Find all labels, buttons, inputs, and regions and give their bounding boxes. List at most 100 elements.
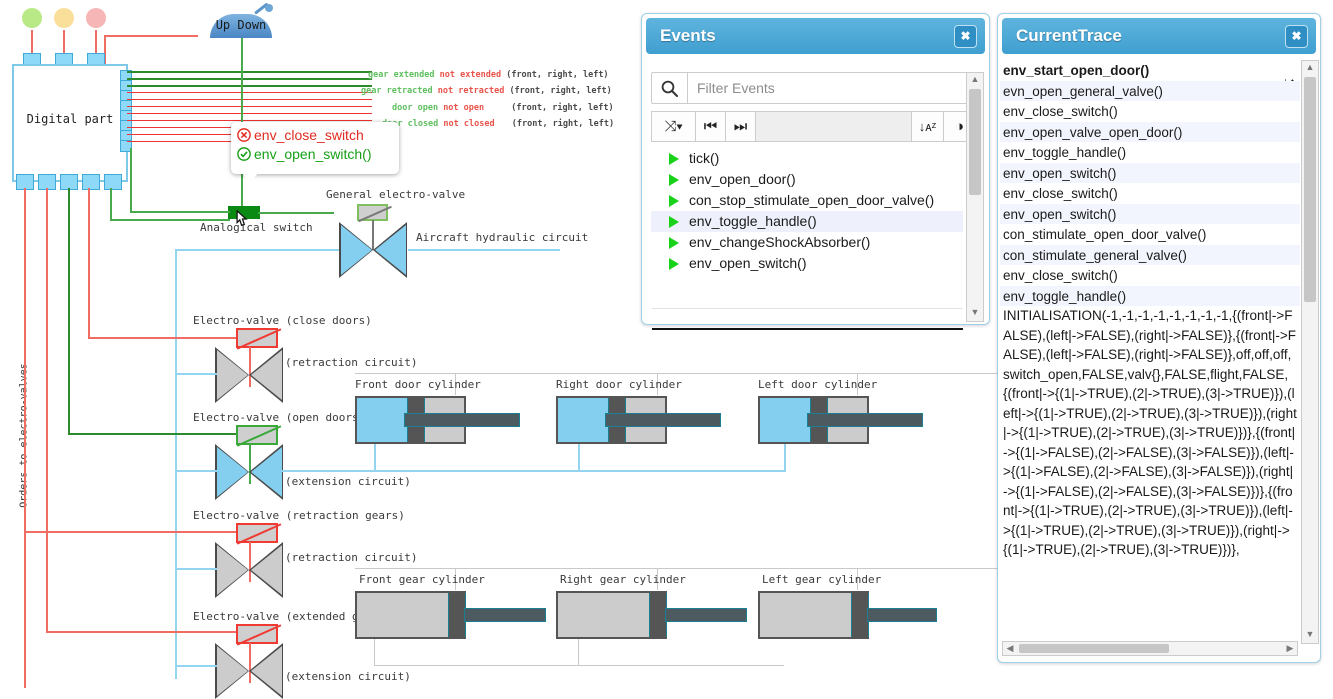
trace-row-8[interactable]: con_stimulate_open_door_valve() bbox=[1003, 227, 1207, 242]
valve-body-0[interactable] bbox=[215, 347, 283, 403]
order-wire-2h bbox=[46, 631, 236, 633]
trace-row-9[interactable]: con_stimulate_general_valve() bbox=[1000, 244, 1300, 265]
event-label-0: tick() bbox=[689, 150, 720, 166]
trace-row-10[interactable]: env_close_switch() bbox=[1003, 268, 1118, 283]
play-icon bbox=[669, 153, 679, 165]
event-item-1[interactable]: env_open_door() bbox=[651, 169, 963, 190]
event-item-5[interactable]: env_open_switch() bbox=[651, 253, 963, 274]
gear-cylinder-front[interactable] bbox=[355, 591, 466, 639]
analogical-switch[interactable] bbox=[228, 206, 260, 219]
order-wire-3h bbox=[68, 433, 236, 435]
gear-cyl-label-0: Front gear cylinder bbox=[359, 573, 485, 586]
play-icon bbox=[669, 237, 679, 249]
valve-body-3[interactable] bbox=[215, 643, 283, 699]
switch-bus-v2 bbox=[130, 148, 132, 212]
events-random-button[interactable]: ⤨▾ bbox=[652, 112, 696, 141]
valve-coil-2[interactable] bbox=[236, 523, 282, 545]
events-search-button[interactable] bbox=[651, 72, 688, 104]
hscroll-thumb[interactable] bbox=[1019, 644, 1169, 653]
door-cyl-div-2 bbox=[657, 373, 658, 395]
events-search-row: Filter Events bbox=[651, 72, 976, 104]
valve-in-3 bbox=[175, 665, 217, 667]
switch-out bbox=[258, 212, 334, 214]
trace-hscrollbar[interactable]: ◀ ▶ bbox=[1002, 641, 1298, 656]
valve-coil-3[interactable] bbox=[236, 624, 282, 646]
scroll-down-icon[interactable]: ▼ bbox=[970, 307, 980, 317]
tooltip-tail bbox=[242, 173, 258, 183]
analogical-switch-label: Analogical switch bbox=[200, 221, 313, 234]
trace-row-initialisation[interactable]: INITIALISATION(-1,-1,-1,-1,-1,-1,-1,-1,{… bbox=[1003, 308, 1297, 557]
signal-suffix-0: (front, right, left) bbox=[506, 70, 609, 80]
order-wire-1 bbox=[24, 188, 26, 688]
events-scrollbar[interactable]: ▲ ▼ bbox=[966, 72, 984, 322]
hydraulic-main-line bbox=[408, 249, 560, 251]
trace-row-2[interactable]: env_close_switch() bbox=[1003, 104, 1118, 119]
status-light-green bbox=[22, 8, 42, 28]
scroll-thumb[interactable] bbox=[1304, 77, 1316, 302]
door-cyl-right-rod bbox=[605, 413, 721, 427]
event-item-4[interactable]: env_changeShockAbsorber() bbox=[651, 232, 963, 253]
event-item-3[interactable]: env_toggle_handle() bbox=[651, 211, 963, 232]
events-close-button[interactable]: ✖ bbox=[954, 25, 977, 48]
sensor-line-r1 bbox=[127, 92, 372, 94]
status-light-orange bbox=[54, 8, 74, 28]
events-filter-input[interactable]: Filter Events bbox=[688, 72, 976, 104]
trace-close-button[interactable]: ✖ bbox=[1285, 25, 1308, 48]
scroll-up-icon[interactable]: ▲ bbox=[1305, 62, 1315, 72]
play-icon bbox=[669, 195, 679, 207]
door-cyl-label-2: Left door cylinder bbox=[758, 378, 878, 391]
door-cyl-left-chamber bbox=[760, 398, 810, 442]
gear-cylinder-right[interactable] bbox=[556, 591, 667, 639]
scroll-thumb[interactable] bbox=[969, 89, 981, 195]
trace-list[interactable]: env_start_open_door() evn_open_general_v… bbox=[1000, 60, 1300, 644]
play-icon bbox=[669, 174, 679, 186]
events-list[interactable]: tick() env_open_door() con_stop_stimulat… bbox=[651, 148, 963, 304]
digital-part-box[interactable]: Digital part bbox=[12, 64, 128, 182]
current-trace-panel: CurrentTrace ✖ ↓↑ env_start_open_door() … bbox=[997, 13, 1321, 663]
up-down-handle[interactable]: Up Down bbox=[210, 2, 273, 38]
trace-row-5[interactable]: env_open_switch() bbox=[1000, 162, 1300, 183]
check-circle-icon bbox=[237, 147, 251, 161]
door-cyl-left-rod bbox=[807, 413, 923, 427]
valve-circuit-1: (extension circuit) bbox=[285, 475, 411, 488]
signal-green-2: door open bbox=[392, 103, 439, 113]
events-toolbar: ⤨▾ ⏮ ⏭ ◑ ↓ᴀᶻ bbox=[651, 111, 976, 142]
gear-cylinder-left[interactable] bbox=[758, 591, 869, 639]
gear-cyl-div-2 bbox=[657, 568, 658, 590]
trace-scrollbar[interactable]: ▲ ▼ bbox=[1301, 60, 1319, 644]
event-item-0[interactable]: tick() bbox=[651, 148, 963, 169]
trace-row-1[interactable]: evn_open_general_valve() bbox=[1000, 80, 1300, 101]
trace-row-0[interactable]: env_start_open_door() bbox=[1003, 63, 1150, 78]
event-item-2[interactable]: con_stop_stimulate_open_door_valve() bbox=[651, 190, 963, 211]
events-sort-button[interactable]: ↓ᴀᶻ bbox=[911, 112, 943, 141]
scroll-down-icon[interactable]: ▼ bbox=[1305, 629, 1315, 639]
signal-red-2: not open bbox=[443, 103, 485, 113]
scroll-right-icon[interactable]: ▶ bbox=[1286, 643, 1294, 653]
signal-row-2: door open not open (front, right, left) bbox=[392, 103, 614, 113]
gear-cyl-div-1 bbox=[455, 568, 456, 590]
handle-label: Up Down bbox=[215, 18, 267, 32]
valve-body-2[interactable] bbox=[215, 542, 283, 598]
general-valve-coil[interactable] bbox=[357, 204, 392, 223]
trace-row-6[interactable]: env_close_switch() bbox=[1003, 186, 1118, 201]
events-first-button[interactable]: ⏮ bbox=[696, 112, 726, 141]
trace-row-3[interactable]: env_open_valve_open_door() bbox=[1000, 121, 1300, 142]
scroll-up-icon[interactable]: ▲ bbox=[970, 74, 980, 84]
hydraulic-return-v bbox=[175, 249, 177, 679]
door-cyl-top-rule bbox=[355, 373, 1258, 374]
trace-row-7[interactable]: env_open_switch() bbox=[1000, 203, 1300, 224]
scroll-left-icon[interactable]: ◀ bbox=[1006, 643, 1014, 653]
switch-bus-h2 bbox=[130, 211, 230, 213]
events-last-button[interactable]: ⏭ bbox=[726, 112, 756, 141]
general-valve-body[interactable] bbox=[339, 222, 407, 278]
order-wire-4h bbox=[88, 337, 236, 339]
valve-coil-0[interactable] bbox=[236, 328, 282, 350]
gear-cyl-left-rod bbox=[867, 608, 937, 622]
valve-coil-1[interactable] bbox=[236, 425, 282, 447]
signal-suffix-1: (front, right, left) bbox=[509, 86, 612, 96]
handle-dome bbox=[210, 14, 272, 38]
valve-body-1[interactable] bbox=[215, 444, 283, 500]
trace-row-4[interactable]: env_toggle_handle() bbox=[1003, 145, 1127, 160]
trace-row-11[interactable]: env_toggle_handle() bbox=[1000, 285, 1300, 306]
door-cyl-label-0: Front door cylinder bbox=[355, 378, 481, 391]
